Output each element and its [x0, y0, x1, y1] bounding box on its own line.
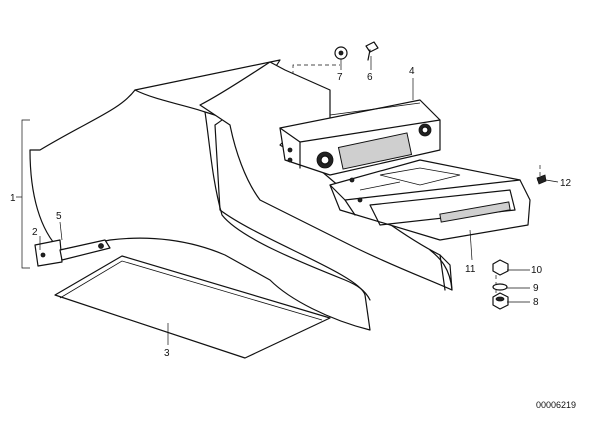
storage-tray-11	[329, 159, 531, 241]
callout-labels: 1 2 3 4 5 6 7 8 9 10 11 12	[10, 66, 572, 359]
label-4: 4	[409, 66, 415, 77]
label-6: 6	[367, 72, 373, 83]
label-5: 5	[56, 211, 62, 222]
bracket-assembly-1	[16, 119, 30, 269]
label-8: 8	[533, 297, 539, 308]
screw-fasteners	[334, 41, 547, 185]
washer-9	[492, 283, 508, 291]
label-1: 1	[10, 193, 16, 204]
floor-mat-3	[54, 255, 331, 359]
leader-lines	[39, 56, 559, 345]
fastener-stack	[492, 259, 509, 310]
label-2: 2	[32, 227, 38, 238]
mount-bracket-2	[34, 239, 111, 267]
label-7: 7	[337, 72, 343, 83]
label-9: 9	[533, 283, 539, 294]
screw-12	[536, 174, 547, 185]
screw-6	[365, 41, 379, 53]
trim-panel-4	[279, 99, 441, 176]
label-3: 3	[164, 348, 170, 359]
center-console-body	[199, 61, 453, 291]
label-12: 12	[560, 178, 572, 189]
diagram-id: 00006219	[536, 400, 576, 410]
label-10: 10	[531, 265, 543, 276]
label-11: 11	[465, 264, 476, 275]
nut-10	[492, 259, 509, 276]
